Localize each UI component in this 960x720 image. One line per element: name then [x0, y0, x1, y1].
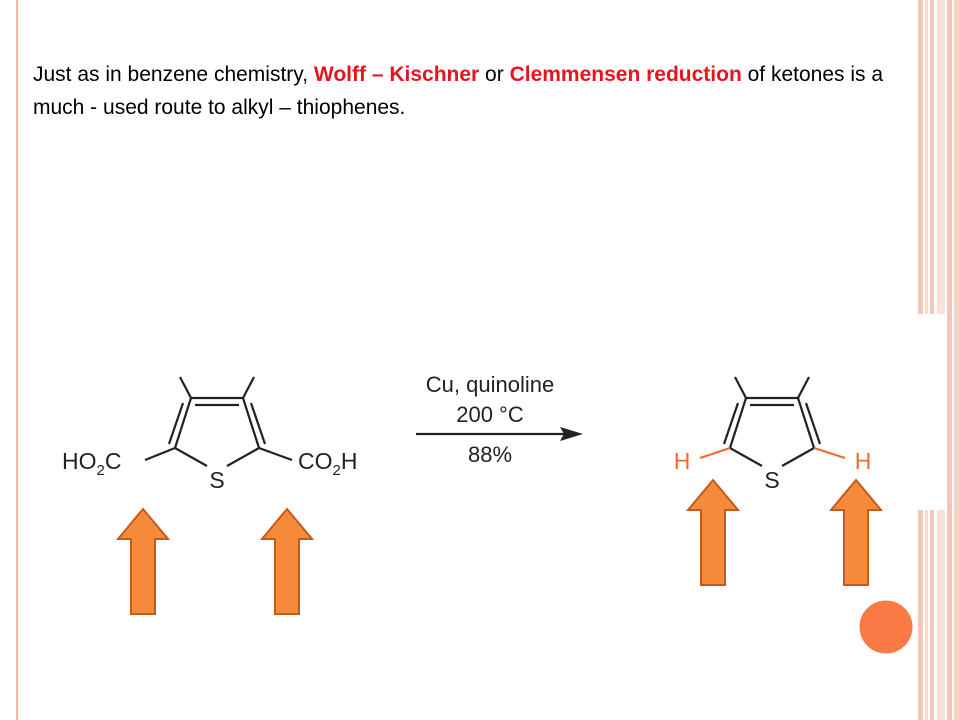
body-text-part2: or: [479, 63, 510, 86]
condition-reagents: Cu, quinoline: [426, 372, 554, 397]
body-text-part1: Just as in benzene chemistry,: [33, 63, 314, 86]
body-text: Just as in benzene chemistry, Wolff – Ki…: [33, 58, 903, 124]
decorative-circle: [856, 597, 916, 657]
reactant-left-group: HO2C: [62, 448, 121, 479]
reactant-thiophene: [144, 376, 293, 467]
reactant-sulfur-label: S: [209, 467, 224, 493]
condition-temperature: 200 °C: [456, 402, 524, 427]
reaction-arrow: [416, 427, 583, 441]
reactant-right-group: CO2H: [298, 448, 357, 479]
clemmensen-term: Clemmensen reduction: [509, 63, 742, 86]
product-thiophene: [722, 376, 822, 467]
wolff-kischner-term: Wolff – Kischner: [313, 63, 480, 86]
body-text-part3: of ketones is a much - used route to alk…: [33, 63, 884, 119]
product-sulfur-label: S: [764, 467, 779, 493]
product-h-bonds: [699, 446, 846, 460]
up-arrow-icon: [685, 478, 741, 586]
left-border-line: [16, 0, 18, 720]
white-panel: [918, 314, 946, 510]
up-arrow-icon: [259, 507, 315, 615]
condition-yield: 88%: [468, 442, 512, 467]
product-right-hydrogen: H: [855, 448, 872, 474]
up-arrow-icon: [828, 478, 884, 586]
up-arrow-icon: [115, 507, 171, 615]
product-left-hydrogen: H: [674, 448, 691, 474]
